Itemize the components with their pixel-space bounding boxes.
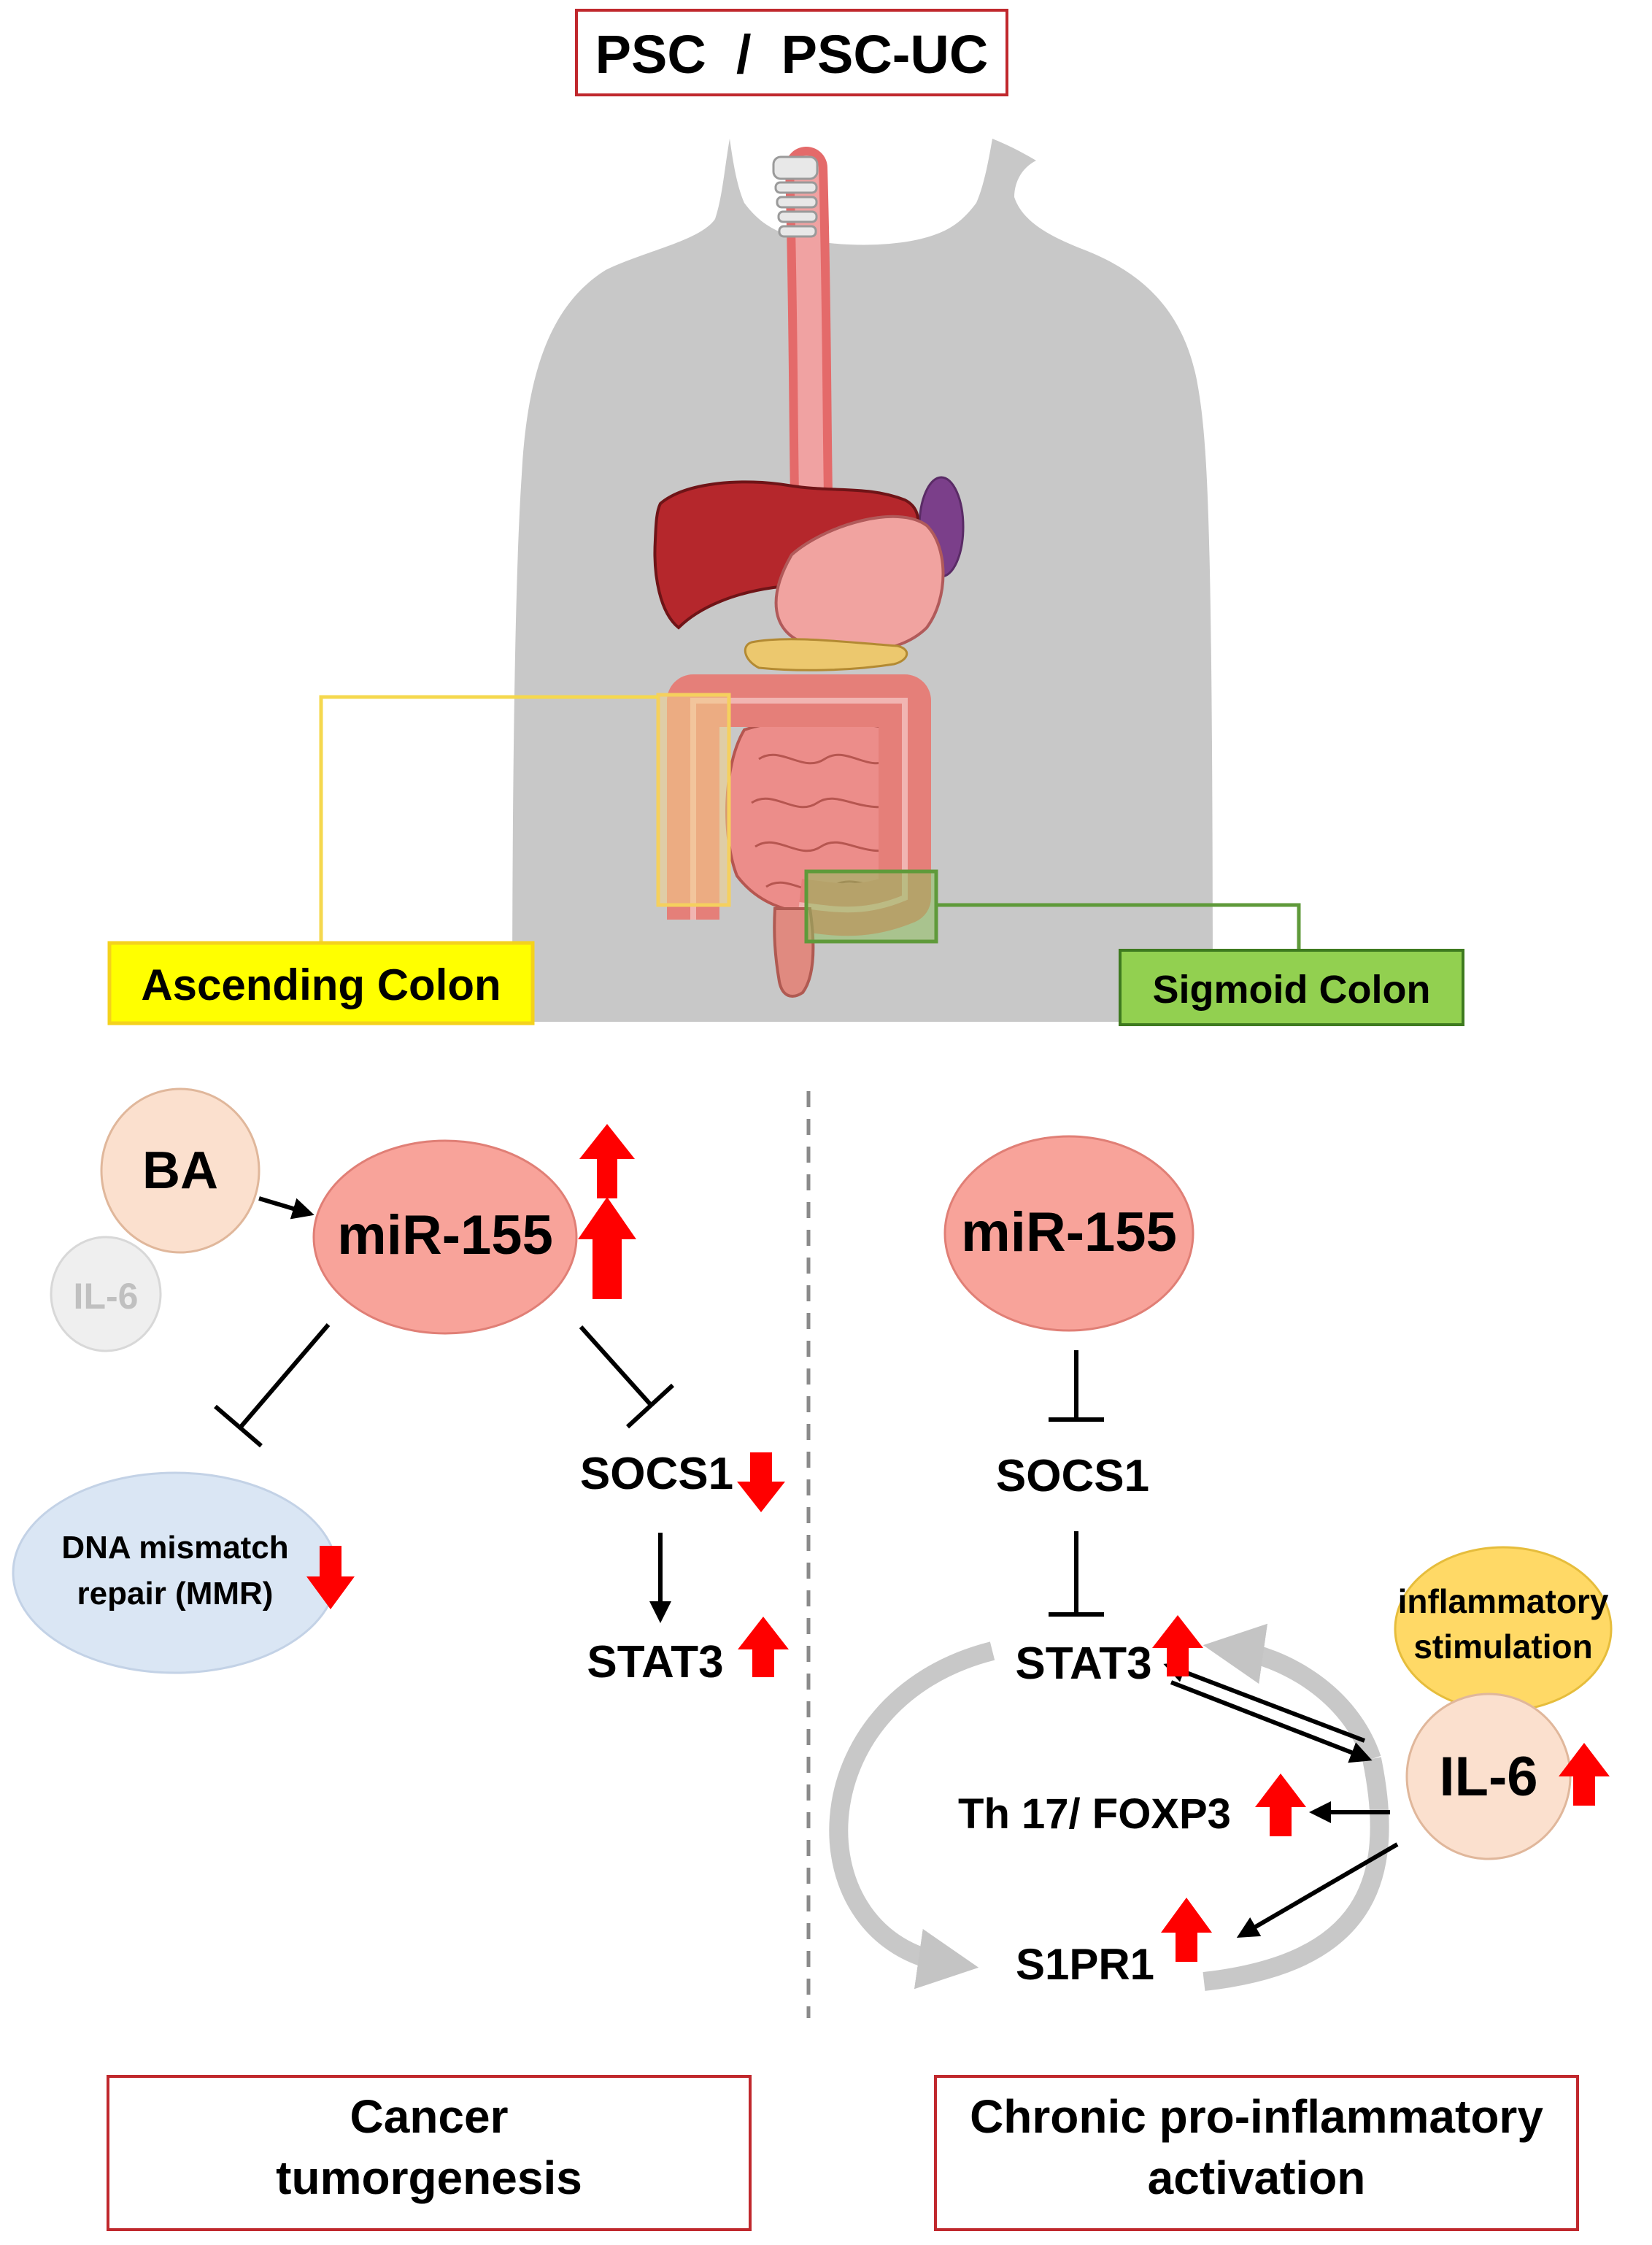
mmr-line2: repair (MMR) (77, 1576, 274, 1611)
il6-faded-text: IL-6 (74, 1276, 139, 1317)
mir155-right-text: miR-155 (961, 1201, 1177, 1263)
th17-up-arrow (1255, 1774, 1306, 1836)
right-outcome-line2: activation (1148, 2152, 1366, 2204)
mir155-up-arrow (579, 1124, 635, 1198)
sigmoid-colon-highlight (804, 869, 938, 944)
left-outcome-box (107, 2075, 752, 2231)
stat3-left-text: STAT3 (587, 1637, 723, 1687)
mir-inhibits-mmr (239, 1323, 331, 1428)
ascending-colon-label: Ascending Colon (141, 960, 501, 1009)
th17-text: Th 17/ FOXP3 (958, 1790, 1231, 1838)
mmr-line1: DNA mismatch (61, 1530, 288, 1566)
title-box (575, 9, 1008, 96)
loop-il6-to-stat3 (1203, 1623, 1381, 1763)
stomach (774, 515, 945, 654)
ascending-colon-connector (319, 695, 658, 943)
stat3-to-il6-arrow (1170, 1680, 1373, 1763)
stim-line1: inflammatory (1398, 1582, 1609, 1620)
mir-inhibits-socs1-bar (625, 1383, 675, 1429)
ascending-colon-label-box (107, 941, 535, 1025)
mmr-down-arrow (306, 1546, 355, 1609)
left-outcome-line2: tumorgenesis (276, 2152, 582, 2204)
s1pr1-text: S1PR1 (1016, 1940, 1154, 1989)
loop-s1pr1-to-il6 (1203, 1757, 1389, 1991)
sigmoid-colon-label: Sigmoid Colon (1153, 968, 1431, 1012)
stat3-left-up-arrow (738, 1617, 789, 1677)
rectum (773, 907, 815, 998)
stim-line2: stimulation (1413, 1628, 1592, 1666)
body-illustration (512, 139, 1213, 1022)
socs1-left-text: SOCS1 (580, 1449, 733, 1499)
mir-inhibits-socs1 (579, 1325, 653, 1407)
sigmoid-colon-label-box (1119, 949, 1464, 1026)
mir155-up-arrow-full (578, 1197, 636, 1299)
il6-faded-node (50, 1236, 162, 1352)
il6-right-text: IL-6 (1439, 1746, 1537, 1808)
stat3-right-up-arrow (1152, 1615, 1203, 1676)
trachea (772, 155, 819, 238)
right-outcome-box (934, 2075, 1579, 2231)
left-outcome-line1: Cancer (350, 2090, 509, 2143)
sigmoid-colon-connector (936, 903, 1301, 950)
ascending-colon-highlight (656, 693, 731, 907)
il6-to-stat3-arrow (1163, 1661, 1366, 1743)
mmr-node (12, 1471, 339, 1674)
right-outcome-line1: Chronic pro-inflammatory (970, 2090, 1543, 2143)
mir-inhibits-mmr-bar (214, 1404, 263, 1448)
mir155-right-node (943, 1135, 1194, 1332)
s1pr1-up-arrow (1161, 1898, 1212, 1962)
pancreas (744, 638, 908, 671)
ba-to-mir-arrow (258, 1196, 314, 1220)
ba-node (100, 1087, 260, 1254)
title-text: PSC / PSC-UC (595, 24, 989, 85)
ba-text: BA (142, 1141, 218, 1200)
stat3-right-text: STAT3 (1015, 1638, 1151, 1689)
il6-right-up-arrow (1559, 1743, 1610, 1806)
socs1-right-text: SOCS1 (996, 1451, 1149, 1501)
mir155-left-node (312, 1139, 578, 1335)
il6-to-s1pr1-arrow (1236, 1842, 1399, 1938)
mir155-left-text: miR-155 (337, 1204, 553, 1266)
loop-stat3-to-s1pr1 (829, 1641, 995, 1990)
socs1-left-down-arrow (737, 1452, 785, 1512)
